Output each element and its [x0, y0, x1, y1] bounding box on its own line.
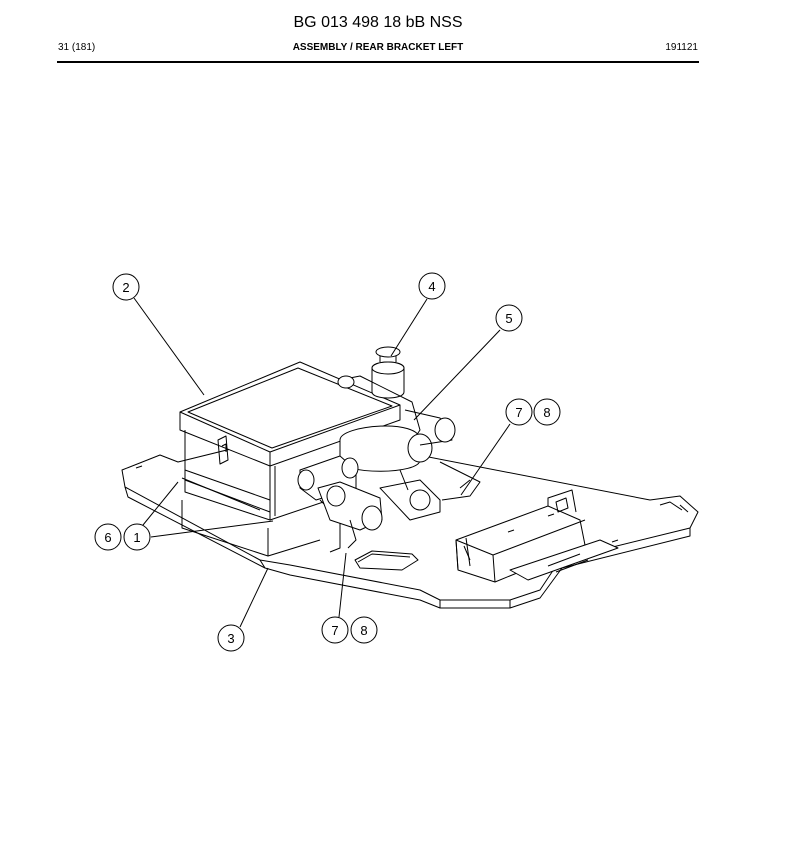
- svg-text:7: 7: [331, 623, 338, 638]
- callout-2: 2: [112, 273, 140, 301]
- svg-text:8: 8: [360, 623, 367, 638]
- leader-lines: [133, 297, 511, 628]
- svg-text:1: 1: [133, 530, 140, 545]
- callout-4: 4: [418, 272, 446, 300]
- svg-text:3: 3: [227, 631, 234, 646]
- svg-text:8: 8: [543, 405, 550, 420]
- svg-text:6: 6: [104, 530, 111, 545]
- valve-assembly: [297, 346, 481, 553]
- svg-text:5: 5: [505, 311, 512, 326]
- date-code: 191121: [665, 42, 698, 53]
- callout-3: 3: [217, 624, 245, 652]
- svg-text:7: 7: [515, 405, 522, 420]
- svg-text:2: 2: [122, 280, 129, 295]
- header-rule: [57, 61, 699, 63]
- callout-8-lower: 8: [350, 616, 378, 644]
- callout-7-lower: 7: [321, 616, 349, 644]
- callout-8-upper: 8: [533, 398, 561, 426]
- rear-bracket: [455, 489, 619, 583]
- callout-1: 1: [123, 523, 151, 551]
- callout-5: 5: [495, 304, 523, 332]
- document-number: BG 013 498 18 bB NSS: [293, 14, 463, 31]
- callout-7-upper: 7: [505, 398, 533, 426]
- callout-6: 6: [94, 523, 122, 551]
- section-title: ASSEMBLY / REAR BRACKET LEFT: [292, 42, 464, 53]
- page-number: 31 (181): [58, 42, 96, 53]
- svg-text:4: 4: [428, 279, 435, 294]
